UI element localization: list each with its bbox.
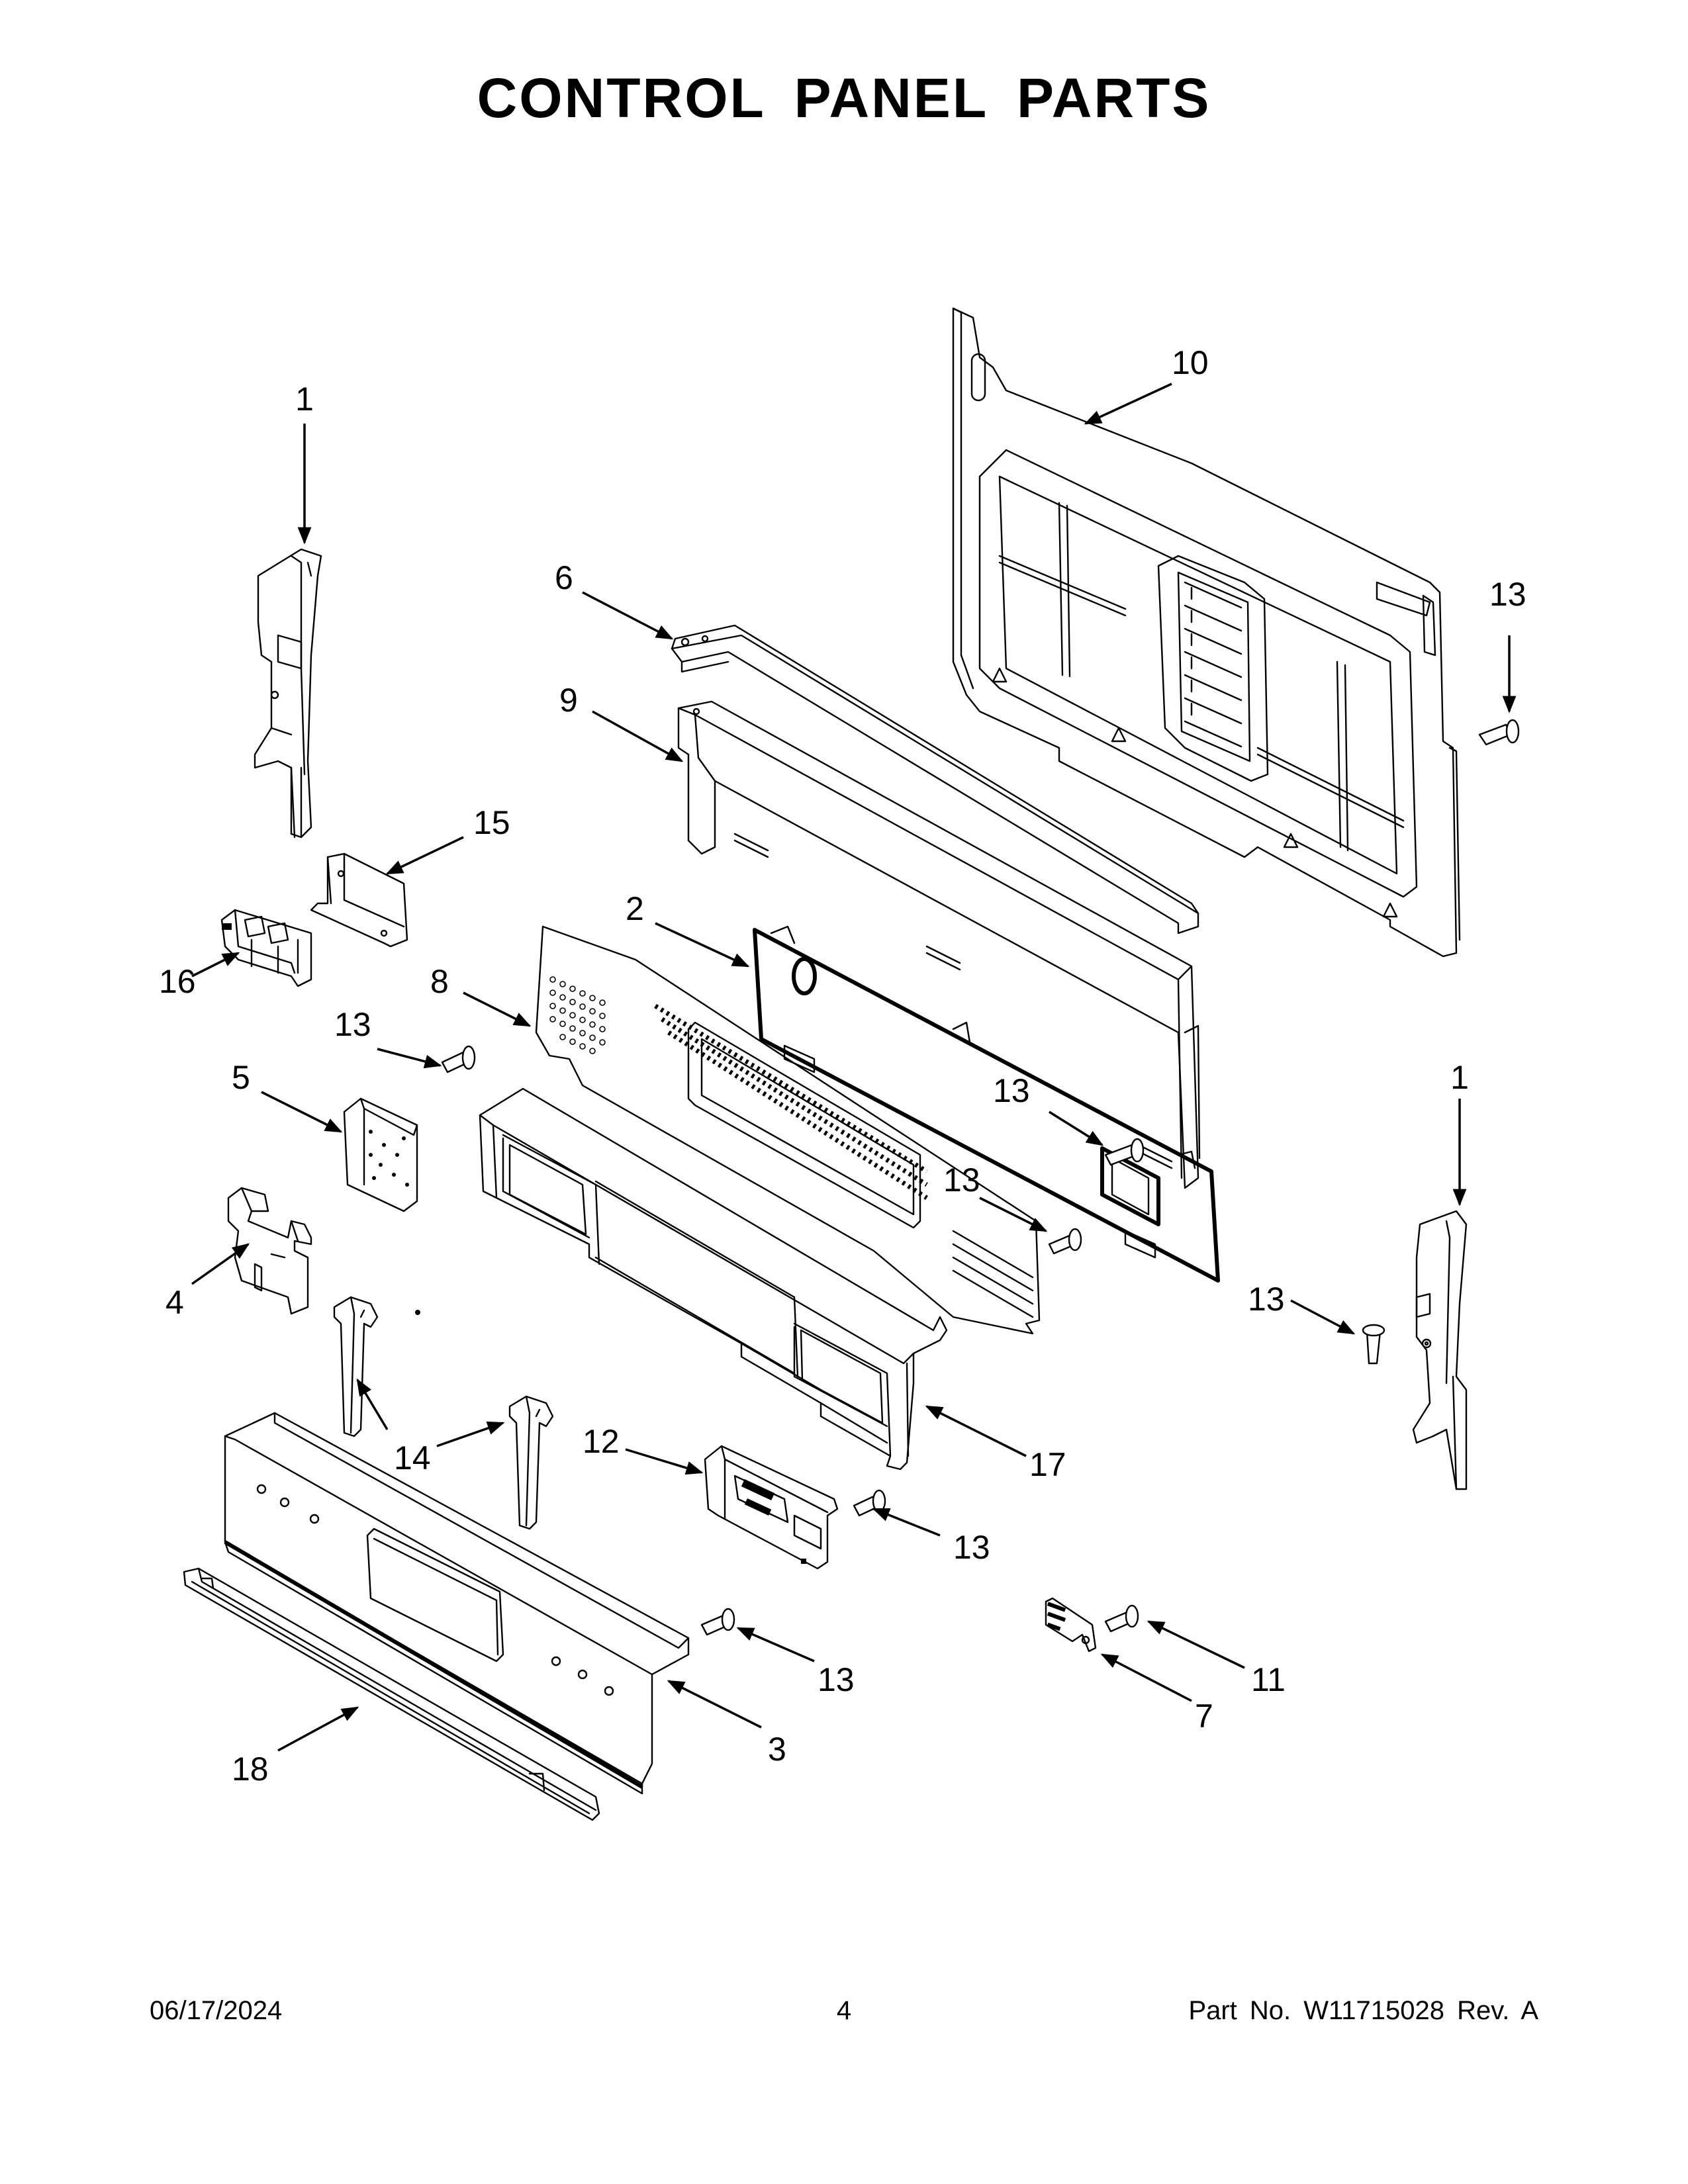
screw-13-mid bbox=[1048, 1228, 1082, 1255]
page-title: CONTROL PANEL PARTS bbox=[477, 67, 1211, 129]
callout-13-mid: 13 bbox=[943, 1161, 980, 1199]
part-17-control-housing bbox=[479, 1087, 948, 1471]
callout-7: 7 bbox=[1195, 1698, 1213, 1735]
part-18-trim-strip bbox=[183, 1567, 600, 1821]
stray-dot bbox=[415, 1310, 420, 1315]
callout-13-right: 13 bbox=[1248, 1281, 1285, 1318]
callout-4: 4 bbox=[165, 1284, 184, 1321]
part-15-bracket bbox=[310, 852, 408, 948]
part-5-circuit-board bbox=[343, 1097, 418, 1212]
callout-labels: 1 10 13 6 9 15 2 16 8 13 5 13 1 13 4 13 … bbox=[159, 344, 1526, 1788]
callout-13-top-right: 13 bbox=[1489, 576, 1526, 613]
footer-part-number: Part No. W11715028 Rev. A bbox=[1188, 1996, 1538, 2025]
callout-13-display: 13 bbox=[953, 1529, 990, 1566]
part-14-left-bracket bbox=[333, 1296, 379, 1437]
screw-11 bbox=[1104, 1604, 1139, 1633]
part-2-insulation-sheet bbox=[753, 925, 1220, 1283]
callout-arrows bbox=[191, 383, 1517, 1752]
callout-2: 2 bbox=[626, 890, 644, 927]
callout-8: 8 bbox=[430, 963, 449, 1000]
callout-5: 5 bbox=[232, 1059, 250, 1096]
callout-1-right: 1 bbox=[1450, 1059, 1469, 1096]
callout-9: 9 bbox=[559, 682, 578, 719]
screw-13-display bbox=[853, 1489, 886, 1517]
callout-6: 6 bbox=[555, 559, 573, 596]
part-8-perforated-shield bbox=[535, 925, 1041, 1335]
screw-13-top-right bbox=[1478, 719, 1520, 746]
callout-12: 12 bbox=[583, 1423, 620, 1460]
part-7-clip bbox=[1045, 1597, 1097, 1653]
screw-13-left bbox=[441, 1045, 476, 1073]
callout-17: 17 bbox=[1029, 1446, 1066, 1483]
footer-page-number: 4 bbox=[836, 1996, 852, 2025]
callout-11: 11 bbox=[1251, 1661, 1286, 1698]
part-9-channel bbox=[677, 700, 1201, 1189]
callout-13-left: 13 bbox=[334, 1006, 371, 1043]
part-1-right-side-trim bbox=[1412, 1210, 1468, 1490]
part-1-left-side-trim bbox=[254, 548, 322, 839]
screw-13-panel bbox=[700, 1608, 735, 1636]
screw-13-right bbox=[1362, 1324, 1385, 1365]
part-3-control-panel bbox=[224, 1412, 690, 1795]
footer-date: 06/17/2024 bbox=[150, 1996, 283, 2025]
callout-10: 10 bbox=[1172, 344, 1209, 381]
part-16-switch bbox=[220, 909, 312, 987]
screw-13-center bbox=[1104, 1138, 1145, 1166]
part-6-top-bracket bbox=[671, 624, 1199, 934]
callout-3: 3 bbox=[768, 1731, 786, 1768]
callout-16: 16 bbox=[159, 963, 196, 1000]
callout-13-center: 13 bbox=[993, 1072, 1030, 1109]
callout-13-panel: 13 bbox=[818, 1661, 855, 1698]
callout-15: 15 bbox=[473, 804, 510, 841]
callout-18: 18 bbox=[232, 1751, 269, 1788]
callout-1-left: 1 bbox=[295, 381, 314, 418]
part-14-right-bracket bbox=[508, 1395, 554, 1530]
part-10-rear-panel bbox=[952, 307, 1461, 958]
part-12-display-board bbox=[704, 1445, 839, 1570]
callout-14: 14 bbox=[394, 1439, 431, 1477]
part-4-clip-bracket bbox=[227, 1187, 312, 1315]
